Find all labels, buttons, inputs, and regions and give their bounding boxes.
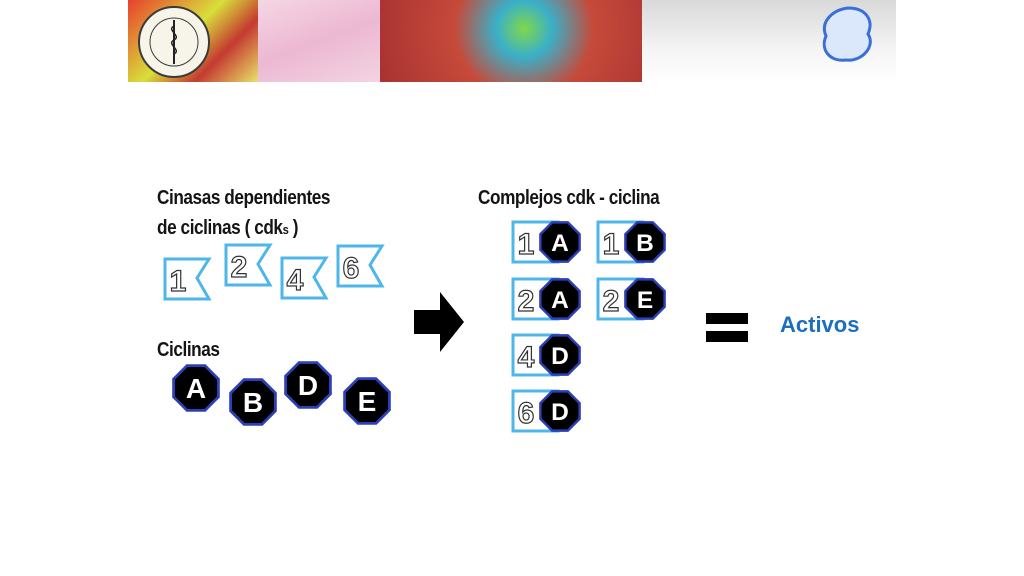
cdk-number: 6 [343, 252, 360, 285]
kinases-title-line2-main: de ciclinas ( cdk [157, 217, 283, 239]
cdk-number: 1 [170, 265, 187, 298]
banner-image-tissue [258, 0, 380, 82]
complex-cdk-flag: 2 [596, 277, 644, 321]
complexes-title: Complejos cdk - ciclina [478, 187, 660, 209]
complex-cyclin-octagon: E [624, 278, 666, 320]
cdk-number: 4 [287, 264, 304, 297]
header-banner [128, 0, 896, 82]
cdk-number: 1 [603, 228, 620, 261]
complex-cdk-flag: 6 [511, 389, 559, 433]
cyclin-letter: B [636, 230, 654, 257]
kinases-title-close: ) [288, 217, 299, 239]
equals-bar-top [706, 313, 748, 324]
cyclin-letter: D [551, 399, 569, 426]
cyclin-letter: A [551, 230, 569, 257]
institute-logo [138, 6, 210, 78]
kinases-title-line1: Cinasas dependientes [157, 187, 331, 209]
caduceus-icon [149, 17, 199, 67]
cdk-flag-6: 6 [336, 244, 384, 288]
cdk-flag-1: 1 [163, 257, 211, 301]
cyclin-letter: A [186, 373, 206, 404]
complex-cdk-flag: 4 [511, 333, 559, 377]
complex-cdk-flag: 2 [511, 277, 559, 321]
cyclin-octagon-E: E [343, 377, 391, 425]
cdk-number: 1 [518, 228, 535, 261]
cdk-flag-2: 2 [224, 243, 272, 287]
kinase-flags: 1 2 4 6 [163, 243, 384, 301]
complex-cyclin-octagon: B [624, 221, 666, 263]
cyclin-letter: D [298, 370, 318, 401]
cyclin-octagon-B: B [229, 378, 277, 426]
cyclin-octagon-A: A [172, 364, 220, 412]
cyclin-letter: E [637, 287, 653, 314]
complex-cyclin-octagon: A [539, 278, 581, 320]
complex-cdk-flag: 1 [596, 220, 644, 264]
result-label: Activos [780, 312, 860, 337]
arrow-right-icon [414, 292, 464, 352]
cyclin-letter: E [358, 386, 377, 417]
banner-cell-outline [822, 6, 872, 62]
kinases-title: Cinasas dependientes de ciclinas ( cdks … [157, 183, 330, 245]
complex-cyclin-octagon: D [539, 334, 581, 376]
cyclin-letter: B [243, 387, 263, 418]
cyclin-letter: D [551, 343, 569, 370]
cdk-flag-4: 4 [280, 256, 328, 300]
cdk-number: 4 [518, 341, 535, 374]
kinases-title-line2: de ciclinas ( cdks ) [157, 213, 330, 245]
cyclin-letter: A [551, 287, 569, 314]
cyclin-octagon-D: D [284, 361, 332, 409]
kinases-title-plural-s: s [282, 222, 289, 237]
cyclins-title: Ciclinas [157, 339, 220, 361]
complex-cyclin-octagon: D [539, 390, 581, 432]
cdk-number: 2 [603, 285, 620, 318]
equals-bar-bottom [706, 331, 748, 342]
complex-cyclin-octagon: A [539, 221, 581, 263]
complex-cdk-flag: 1 [511, 220, 559, 264]
banner-image-fluorescence [380, 0, 642, 82]
cdk-number: 2 [518, 285, 535, 318]
cdk-number: 6 [518, 397, 535, 430]
cdk-number: 2 [231, 251, 248, 284]
